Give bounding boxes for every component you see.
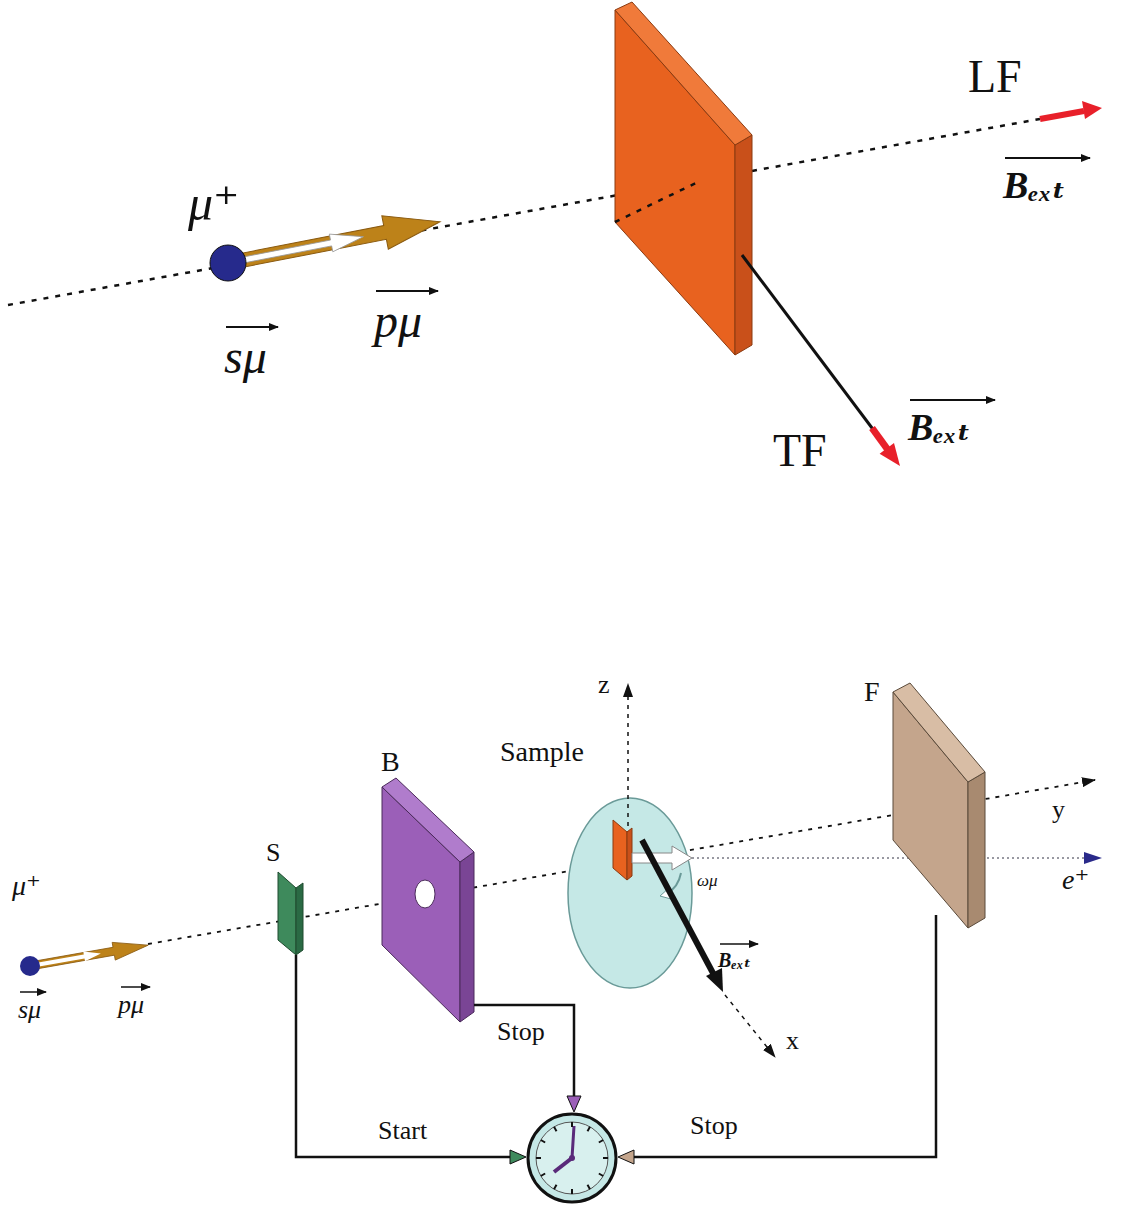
particle-label: μ⁺ xyxy=(188,178,240,228)
geometry-label: LF xyxy=(968,54,1022,100)
precession-label: ωμ xyxy=(697,872,718,889)
start-counter xyxy=(278,872,303,955)
clock-tick xyxy=(554,1185,557,1189)
small-muon-arrow xyxy=(28,936,149,975)
counter-label: S xyxy=(266,840,280,866)
axis-label: z xyxy=(598,672,610,698)
particle-label: e⁺ xyxy=(1062,866,1089,894)
muon xyxy=(20,956,40,976)
vector-arrows xyxy=(226,158,1090,400)
field-label: Bₑₓₜ xyxy=(718,950,751,970)
muon-momentum-arrow xyxy=(225,205,444,280)
particle-label: μ⁺ xyxy=(12,872,41,900)
clock-tick xyxy=(571,1189,573,1194)
clock-tick xyxy=(599,1140,603,1143)
sample-holder xyxy=(568,684,692,988)
clock-tick xyxy=(541,1140,545,1143)
beam-axis xyxy=(8,119,1040,305)
signal-label: Start xyxy=(378,1118,427,1144)
clock-tick xyxy=(571,1122,573,1127)
signal-label: Stop xyxy=(497,1019,545,1045)
muon xyxy=(210,245,246,281)
clock-tick xyxy=(554,1127,557,1131)
momentum-label: pμ xyxy=(118,992,144,1018)
axis-label: y xyxy=(1052,797,1065,823)
clock xyxy=(528,1114,616,1202)
momentum-label: pμ xyxy=(374,297,422,345)
spin-label: sμ xyxy=(224,333,267,381)
field-label: Bₑₓₜ xyxy=(1003,166,1066,204)
clock-tick xyxy=(599,1174,603,1177)
field-and-x-axis xyxy=(642,840,775,1057)
clock-tick xyxy=(588,1127,591,1131)
signal-label: Stop xyxy=(690,1113,738,1139)
axis-label: x xyxy=(786,1028,799,1054)
clock-tick xyxy=(603,1157,608,1159)
clock-tick xyxy=(588,1185,591,1189)
lf-field-arrow xyxy=(1040,101,1102,119)
timing-wires xyxy=(296,915,936,1157)
positron-path xyxy=(692,852,1102,864)
geometry-label: TF xyxy=(773,428,827,474)
forward-counter xyxy=(893,683,985,928)
clock-tick xyxy=(541,1174,545,1177)
field-label: Bₑₓₜ xyxy=(908,408,971,446)
sample-plate xyxy=(615,2,752,355)
backward-counter xyxy=(382,778,474,1022)
counter-label: B xyxy=(381,748,400,776)
clock-tick xyxy=(536,1157,541,1159)
spin-label: sμ xyxy=(18,997,41,1023)
sample-label: Sample xyxy=(500,738,584,766)
counter-label: F xyxy=(864,678,880,706)
